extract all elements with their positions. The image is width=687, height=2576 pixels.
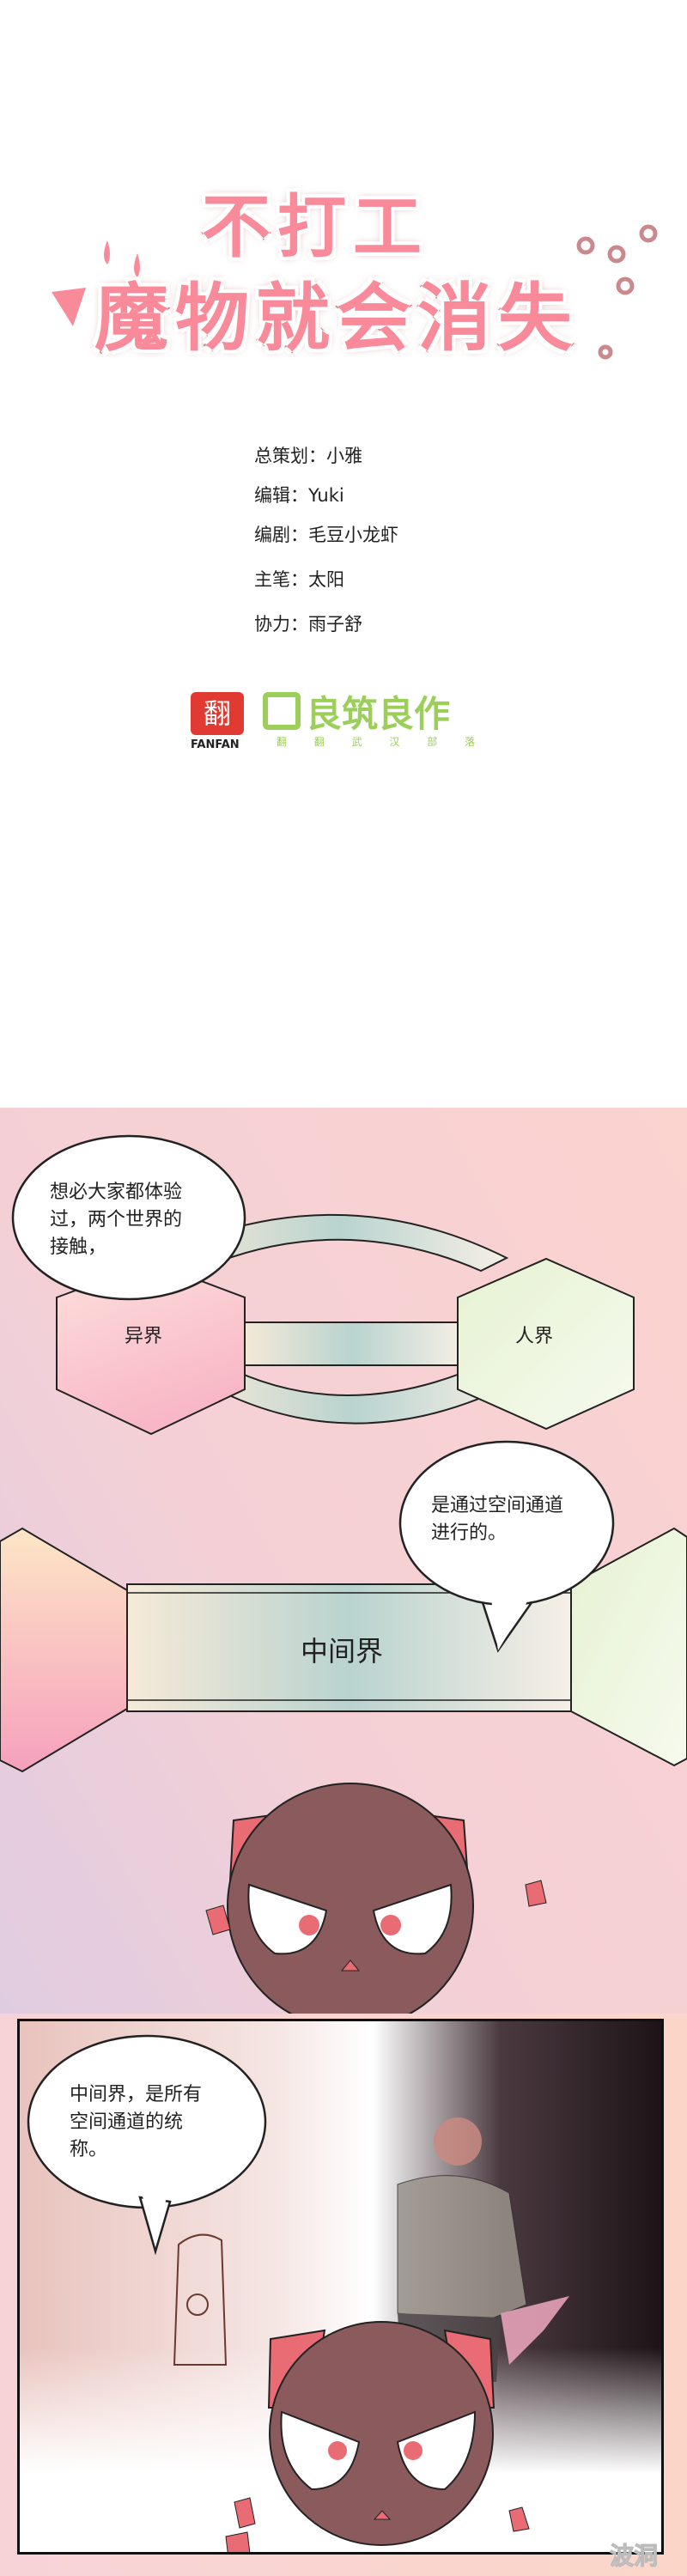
credit-role: 编剧： bbox=[254, 525, 308, 545]
other-world-label: 异界 bbox=[125, 1326, 163, 1347]
credit-role: 编辑： bbox=[254, 485, 308, 506]
middle-world-label: 中间界 bbox=[301, 1635, 384, 1668]
bubble-line: 是通过空间通道 bbox=[431, 1495, 564, 1516]
bubble-line: 空间通道的统 bbox=[70, 2111, 184, 2133]
studio-logo-icon bbox=[263, 692, 301, 730]
speech-bubble-1-text: 想必大家都体验 过，两个世界的 接触， bbox=[50, 1179, 182, 1261]
credit-row: 编辑：Yuki bbox=[254, 482, 344, 507]
panel-2: 中间界，是所有 空间通道的统 称。 bbox=[17, 2019, 664, 2555]
credit-name: 小雅 bbox=[326, 446, 362, 466]
bubble-line: 想必大家都体验 bbox=[50, 1182, 183, 1203]
credit-role: 主笔： bbox=[254, 569, 308, 590]
title-line-2: 魔物就会消失 bbox=[94, 275, 579, 363]
credit-row: 总策划：小雅 bbox=[254, 442, 362, 468]
credit-row: 编剧：毛豆小龙虾 bbox=[254, 521, 398, 547]
panel-1-art bbox=[0, 1134, 687, 2014]
title-line-1: 不打工 bbox=[201, 186, 429, 269]
speech-bubble-3-text: 中间界，是所有 空间通道的统 称。 bbox=[70, 2081, 202, 2164]
fanfan-logo: 翻 bbox=[191, 692, 244, 735]
fanfan-label: FANFAN bbox=[191, 738, 240, 751]
studio-logo-sub: 翻 翻 武 汉 部 落 bbox=[277, 736, 488, 748]
credit-name: 毛豆小龙虾 bbox=[308, 525, 398, 545]
tombstone-icon bbox=[173, 2233, 228, 2366]
bubble-line: 称。 bbox=[70, 2139, 108, 2160]
character-icon bbox=[205, 1783, 547, 2014]
bubble-line: 中间界，是所有 bbox=[70, 2084, 203, 2105]
credit-name: 太阳 bbox=[308, 569, 344, 590]
character-icon bbox=[225, 2321, 530, 2552]
credit-role: 协力： bbox=[254, 614, 308, 635]
bubble-line: 过，两个世界的 bbox=[50, 1209, 183, 1230]
panel-1: 想必大家都体验 过，两个世界的 接触， 异界 人界 是通过空间通道 进行的。 中… bbox=[0, 1108, 687, 2014]
speech-bubble-1 bbox=[11, 1134, 246, 1301]
credit-name: Yuki bbox=[308, 485, 344, 506]
title-decorations-icon bbox=[52, 224, 658, 360]
credit-role: 总策划： bbox=[254, 446, 326, 466]
hexagon-human-world bbox=[457, 1257, 635, 1431]
watermark: 波洞 bbox=[609, 2542, 659, 2571]
panel-2-art bbox=[27, 2034, 569, 2552]
bubble-line: 接触， bbox=[50, 1236, 107, 1258]
bubble-line: 进行的。 bbox=[431, 1522, 508, 1544]
credit-row: 主笔：太阳 bbox=[254, 566, 344, 592]
speech-bubble-2-text: 是通过空间通道 进行的。 bbox=[431, 1492, 563, 1547]
credit-name: 雨子舒 bbox=[308, 614, 362, 635]
studio-logo-text: 良筑良作 bbox=[306, 693, 451, 735]
human-world-label: 人界 bbox=[515, 1326, 554, 1347]
credit-row: 协力：雨子舒 bbox=[254, 611, 362, 636]
